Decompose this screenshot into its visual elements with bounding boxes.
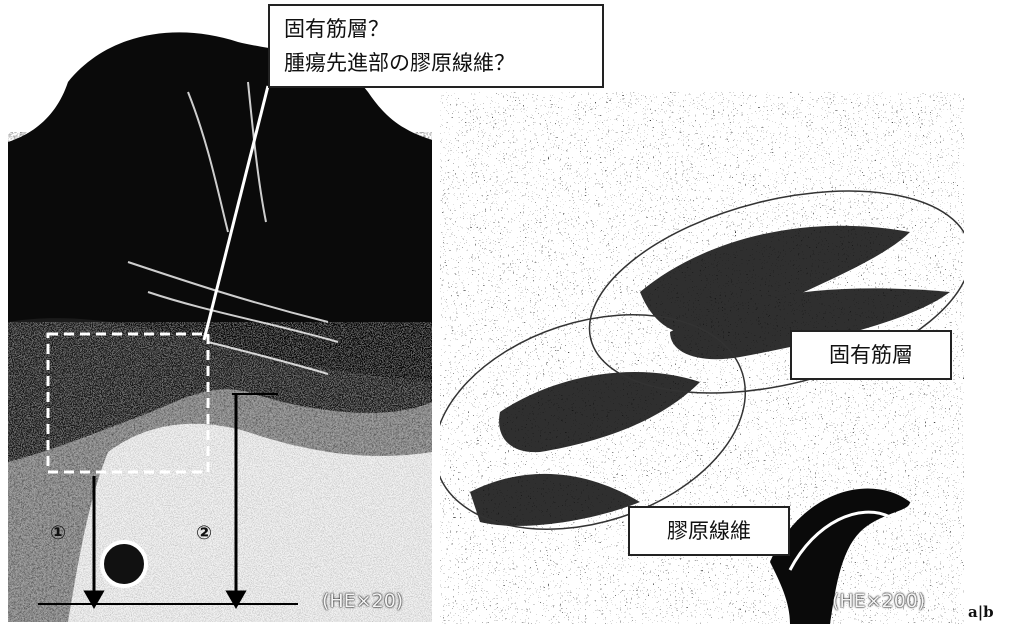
collagen-outline (440, 314, 747, 530)
magnification-label-b: (HE×200) (832, 590, 926, 612)
callout-line-2: 腫瘍先進部の膠原線維？ (284, 51, 515, 75)
depth-marker-2: ② (196, 522, 213, 544)
depth-arrows (38, 393, 298, 610)
figure-panel-labels: a|b (968, 603, 994, 621)
magnification-label-a: (HE×20) (322, 590, 404, 612)
vessel-cross-section (100, 540, 148, 588)
muscularis-outline (588, 190, 964, 394)
micrograph-low-power (8, 22, 432, 622)
depth-marker-1: ① (50, 522, 67, 544)
question-callout: 固有筋層？ 腫瘍先進部の膠原線維？ (268, 4, 604, 88)
callout-line-1: 固有筋層？ (284, 17, 389, 41)
collagen-fibers-label: 膠原線維 (628, 506, 790, 556)
muscularis-propria-label: 固有筋層 (790, 330, 952, 380)
histology-panel-a (8, 22, 432, 622)
region-of-interest-box (46, 332, 210, 474)
